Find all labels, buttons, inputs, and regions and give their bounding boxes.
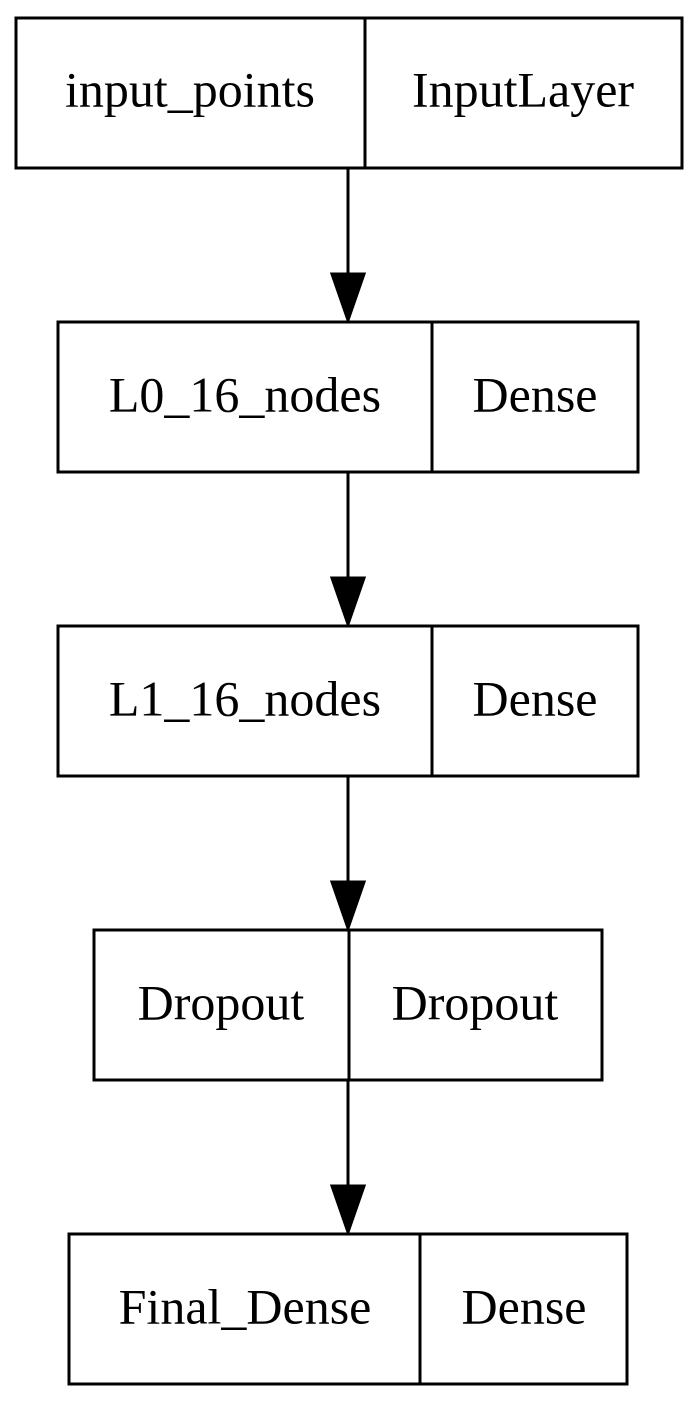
arrowhead-icon [329, 1184, 367, 1237]
node-box [67, 1232, 629, 1386]
layer-name-label: L1_16_nodes [109, 670, 381, 726]
node-l0-16-nodes: L0_16_nodes Dense [56, 320, 640, 474]
node-dropout: Dropout Dropout [92, 928, 604, 1082]
edge-l0-to-l1 [329, 472, 367, 629]
arrowhead-icon [329, 880, 367, 933]
node-box [56, 624, 640, 778]
edge-dropout-to-final [329, 1080, 367, 1237]
layer-type-label: Dropout [392, 974, 559, 1030]
layer-type-label: Dense [473, 670, 598, 726]
node-final-dense: Final_Dense Dense [67, 1232, 629, 1386]
edge-l1-to-dropout [329, 776, 367, 933]
node-box [14, 16, 684, 170]
layer-type-label: Dense [473, 366, 598, 422]
layer-type-label: Dense [462, 1278, 587, 1334]
arrowhead-icon [329, 576, 367, 629]
layer-name-label: Final_Dense [119, 1278, 372, 1334]
layer-type-label: InputLayer [412, 61, 634, 117]
edge-input-to-l0 [329, 168, 367, 325]
layer-name-label: input_points [65, 61, 315, 117]
node-box [56, 320, 640, 474]
arrowhead-icon [329, 272, 367, 325]
node-input-points: input_points InputLayer [14, 16, 684, 170]
layer-name-label: Dropout [138, 974, 305, 1030]
layer-name-label: L0_16_nodes [109, 366, 381, 422]
node-l1-16-nodes: L1_16_nodes Dense [56, 624, 640, 778]
